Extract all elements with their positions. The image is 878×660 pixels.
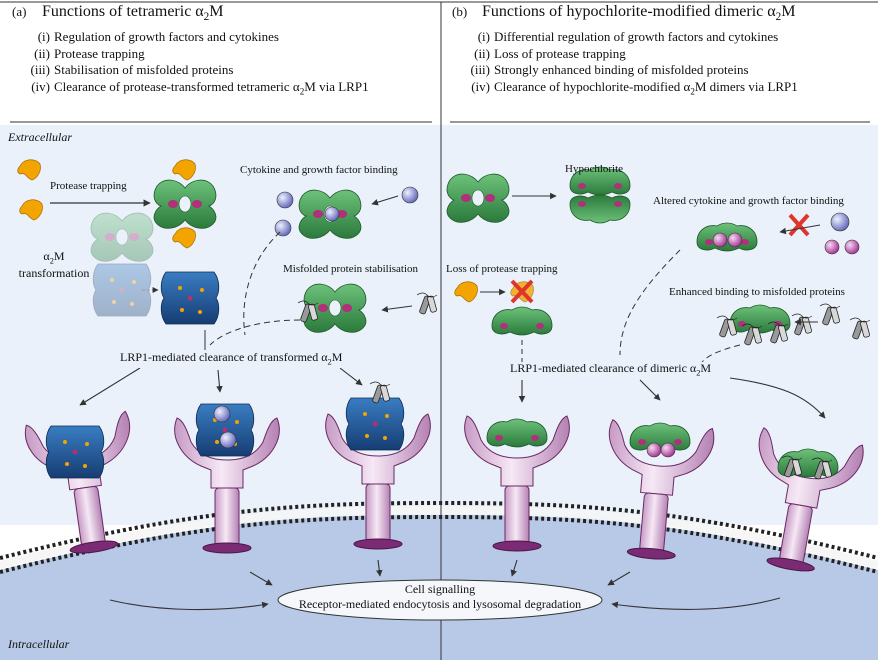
lrp1-dimeric-label: LRP1-mediated clearance of dimeric α2M: [506, 362, 716, 380]
list-item: (iii)Stabilisation of misfolded proteins: [30, 62, 234, 78]
list-item: (i)Regulation of growth factors and cyto…: [37, 29, 279, 45]
transformed-alpha2m-icon: [160, 271, 220, 325]
list-item: (ii)Protease trapping: [34, 45, 145, 61]
membrane-outer-layer: [0, 500, 878, 560]
panel-a-header: (a)Functions of tetrameric α2M (i)Regula…: [12, 2, 432, 122]
cytokine-icon: [276, 191, 294, 209]
signalling-ellipse: [277, 579, 603, 621]
blocked-binding-cross-icon: [788, 213, 810, 237]
blocked-trapping-cross-icon: [510, 279, 534, 304]
panel-b-title: (b)Functions of hypochlorite-modified di…: [452, 3, 796, 24]
hypochlorite-label: Hypochlorite: [565, 163, 624, 175]
protease-trapping-label: Protease trapping: [50, 180, 127, 192]
cytokine-icon: [830, 212, 850, 232]
signalling-label: Cell signalling Receptor-mediated endocy…: [298, 582, 582, 611]
cytokine-icon: [401, 186, 419, 204]
transformed-alpha2m-bound-icon: [45, 425, 105, 479]
panel-b-list: (i)Differential regulation of growth fac…: [452, 29, 872, 100]
loss-trapping-label: Loss of protease trapping: [446, 263, 558, 275]
panel-a-title: (a)Functions of tetrameric α2M: [12, 3, 224, 24]
list-item: (ii)Loss of protease trapping: [474, 45, 626, 61]
transformation-label: α2M transformation: [18, 249, 90, 281]
enhanced-binding-label: Enhanced binding to misfolded proteins: [669, 286, 845, 298]
cytokine-binding-label: Cytokine and growth factor binding: [240, 164, 398, 176]
altered-binding-label: Altered cytokine and growth factor bindi…: [653, 195, 844, 207]
dimer-icon: [491, 306, 553, 336]
cytokine-icon: [274, 219, 292, 237]
extracellular-label: Extracellular: [8, 130, 72, 144]
cytokine-icon: [844, 239, 860, 255]
membrane-inner-layer: [0, 514, 878, 574]
panel-a-list: (i)Regulation of growth factors and cyto…: [12, 29, 432, 100]
list-item: (iv)Clearance of hypochlorite-modified α…: [471, 78, 798, 97]
transformed-alpha2m-bound-icon: [345, 397, 405, 451]
list-item: (i)Differential regulation of growth fac…: [477, 29, 779, 45]
list-item: (iii)Strongly enhanced binding of misfol…: [470, 62, 749, 78]
panel-b-header: (b)Functions of hypochlorite-modified di…: [452, 2, 872, 122]
intracellular-label: Intracellular: [8, 637, 70, 651]
cytokine-icon: [824, 239, 840, 255]
dimer-bound-icon: [486, 418, 548, 448]
dimer-cytokine-complex-icon: [696, 222, 758, 252]
lrp1-transformed-label: LRP1-mediated clearance of transformed α…: [116, 351, 347, 369]
list-item: (iv)Clearance of protease-transformed te…: [31, 78, 369, 97]
misfolded-stabilisation-label: Misfolded protein stabilisation: [283, 263, 419, 275]
dimer-icon: [569, 194, 631, 224]
